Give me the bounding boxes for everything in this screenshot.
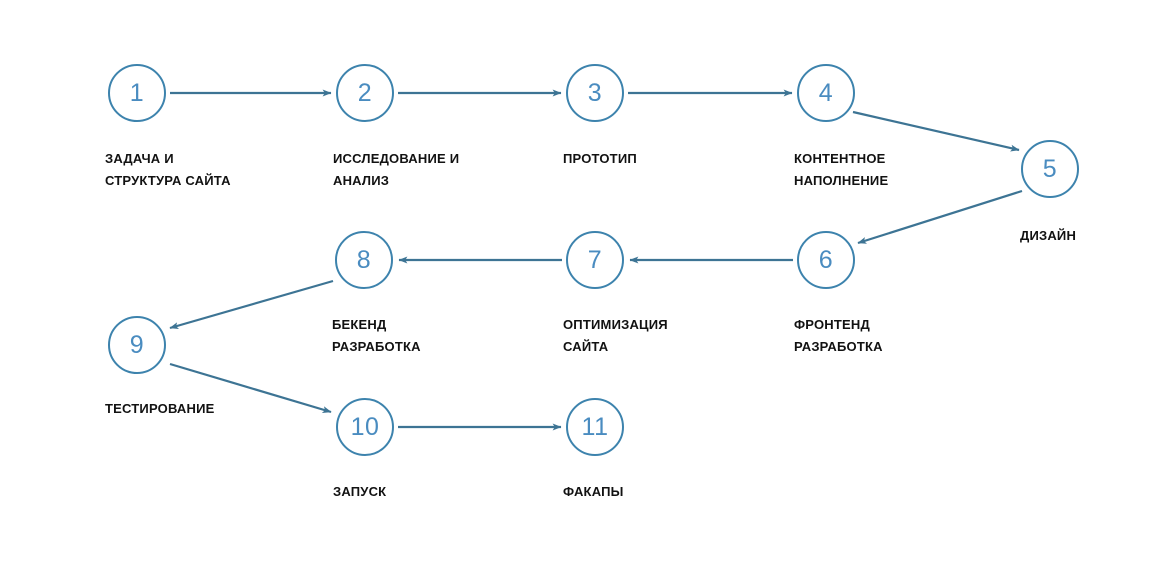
step-node-8[interactable]: 8 — [335, 231, 393, 289]
step-node-number: 5 — [1042, 154, 1058, 183]
flow-arrow-n8-to-n9 — [169, 279, 334, 330]
step-node-number: 4 — [818, 78, 834, 107]
step-label-5: ДИЗАЙН — [1020, 228, 1077, 243]
step-node-number: 6 — [818, 245, 834, 274]
step-label-10: ЗАПУСК — [333, 484, 387, 499]
step-node-number: 9 — [129, 330, 145, 359]
step-node-number: 11 — [581, 412, 609, 441]
step-node-number: 2 — [357, 78, 373, 107]
step-label-2: ИССЛЕДОВАНИЕ И АНАЛИЗ — [333, 151, 460, 188]
step-node-6[interactable]: 6 — [797, 231, 855, 289]
step-node-number: 7 — [587, 245, 603, 274]
step-label-7: ОПТИМИЗАЦИЯ САЙТА — [563, 317, 668, 354]
step-node-7[interactable]: 7 — [566, 231, 624, 289]
step-node-1[interactable]: 1 — [108, 64, 166, 122]
step-label-4: КОНТЕНТНОЕ НАПОЛНЕНИЕ — [794, 151, 889, 188]
step-node-number: 1 — [129, 78, 145, 107]
step-node-4[interactable]: 4 — [797, 64, 855, 122]
step-label-9: ТЕСТИРОВАНИЕ — [105, 401, 215, 416]
step-node-number: 3 — [587, 78, 603, 107]
step-node-5[interactable]: 5 — [1021, 140, 1079, 198]
step-node-3[interactable]: 3 — [566, 64, 624, 122]
step-node-2[interactable]: 2 — [336, 64, 394, 122]
step-node-9[interactable]: 9 — [108, 316, 166, 374]
step-node-10[interactable]: 10 — [336, 398, 394, 456]
step-label-11: ФАКАПЫ — [563, 484, 624, 499]
step-node-number: 8 — [356, 245, 372, 274]
step-label-1: ЗАДАЧА И СТРУКТУРА САЙТА — [105, 151, 231, 188]
step-node-number: 10 — [350, 412, 380, 441]
step-node-11[interactable]: 11 — [566, 398, 624, 456]
flow-arrow-n4-to-n5 — [852, 110, 1020, 152]
step-label-8: БЕКЕНД РАЗРАБОТКА — [332, 317, 421, 354]
step-label-6: ФРОНТЕНД РАЗРАБОТКА — [794, 317, 883, 354]
step-label-3: ПРОТОТИП — [563, 151, 637, 166]
flow-arrow-n5-to-n6 — [857, 189, 1023, 245]
